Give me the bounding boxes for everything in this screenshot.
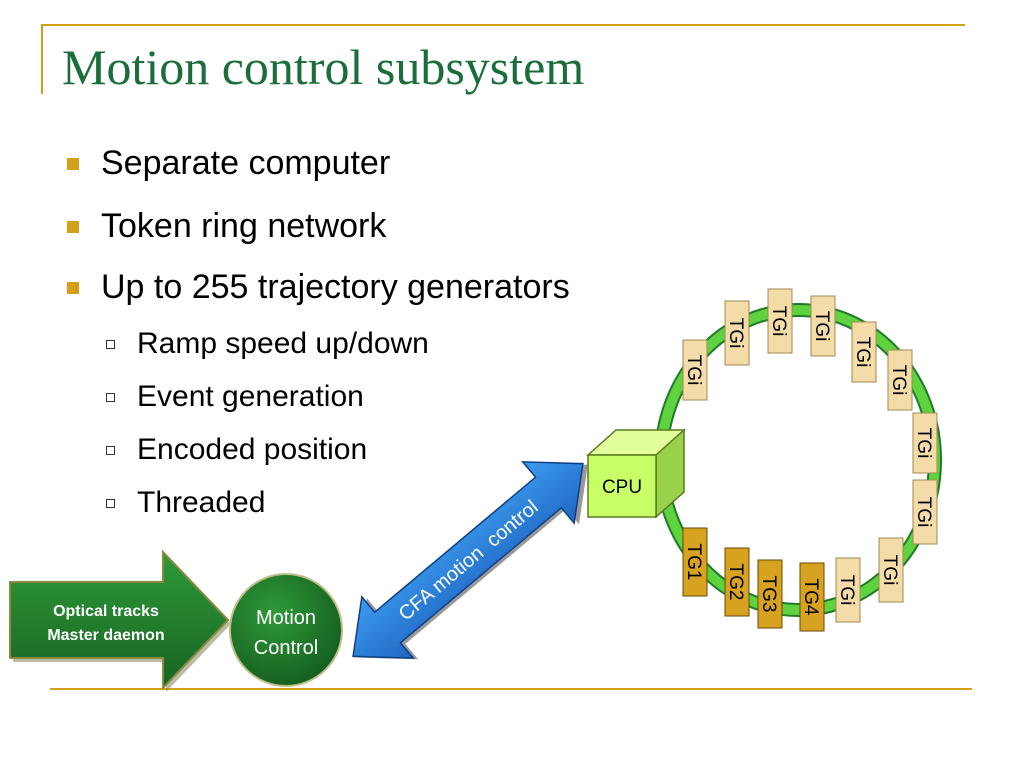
- tg-label: TGi: [768, 306, 789, 337]
- cpu-label: CPU: [602, 477, 642, 498]
- tg-label: TG2: [725, 564, 746, 601]
- sub-bullet-text: Ramp speed up/down: [137, 327, 429, 360]
- tg-box-tgi-5: TGi: [851, 321, 877, 383]
- tg-label: TGi: [811, 311, 832, 342]
- tg-label: TGi: [913, 428, 934, 459]
- tg-box-tgi-2: TGi: [724, 300, 750, 366]
- bullet-separate-computer: Separate computer: [0, 144, 390, 183]
- bullet-trajectory-generators: Up to 255 trajectory generators: [0, 268, 570, 307]
- tg-box-tgi-4: TGi: [810, 295, 836, 357]
- tg-label: TGi: [683, 355, 704, 386]
- tg-label: TGi: [725, 318, 746, 349]
- circle-label-line2: Control: [254, 637, 318, 659]
- tg-label: TG3: [758, 576, 779, 613]
- square-bullet-icon: [67, 220, 79, 233]
- sub-bullet-text: Threaded: [137, 486, 266, 519]
- sub-bullet-event-generation: Event generation: [0, 380, 364, 414]
- tg-box-tg1: TG1: [682, 527, 708, 597]
- cfa-motion-control-link: CFA motion control: [352, 461, 588, 660]
- optical-tracks-arrow: Optical tracks Master daemon: [9, 549, 231, 692]
- bottom-rule: [50, 688, 972, 690]
- tg-box-tgi-6: TGi: [887, 349, 913, 411]
- tg-label: TGi: [913, 497, 934, 528]
- tg-label: TG1: [683, 544, 704, 581]
- tg-box-tgi-1: TGi: [682, 339, 708, 401]
- square-bullet-icon: [67, 281, 79, 294]
- bullet-text: Token ring network: [101, 207, 387, 245]
- tg-box-tg4: TG4: [799, 562, 825, 632]
- tg-label: TGi: [836, 575, 857, 606]
- hollow-square-bullet-icon: [106, 445, 115, 455]
- tg-label: TGi: [879, 555, 900, 586]
- tg-box-tgi-7: TGi: [912, 412, 938, 474]
- top-rule: [41, 24, 965, 26]
- tg-box-tg2: TG2: [724, 547, 750, 617]
- sub-bullet-ramp-speed: Ramp speed up/down: [0, 327, 429, 361]
- tg-box-tgi-8: TGi: [912, 479, 938, 545]
- tg-label: TG4: [800, 579, 821, 616]
- hollow-square-bullet-icon: [106, 498, 115, 508]
- sub-bullet-text: Encoded position: [137, 433, 368, 466]
- motion-control-node: Motion Control: [229, 573, 343, 687]
- tg-box-tgi-3: TGi: [767, 288, 793, 354]
- tg-label: TGi: [852, 337, 873, 368]
- slide-title: Motion control subsystem: [62, 39, 585, 95]
- hollow-square-bullet-icon: [106, 392, 115, 402]
- arrow-label-line2: Master daemon: [47, 627, 164, 644]
- left-rule: [41, 24, 43, 94]
- sub-bullet-encoded-position: Encoded position: [0, 433, 367, 467]
- arrow-label-line1: Optical tracks: [53, 603, 159, 620]
- bullet-token-ring: Token ring network: [0, 207, 386, 246]
- tg-box-tgi-9: TGi: [878, 537, 904, 603]
- tg-box-tgi-10: TGi: [835, 557, 861, 623]
- bullet-text: Separate computer: [101, 144, 391, 182]
- link-label: CFA motion control: [395, 496, 543, 625]
- hollow-square-bullet-icon: [106, 339, 115, 349]
- circle-label-line1: Motion: [256, 607, 316, 629]
- sub-bullet-threaded: Threaded: [0, 486, 265, 520]
- bullet-text: Up to 255 trajectory generators: [101, 268, 570, 306]
- sub-bullet-text: Event generation: [137, 380, 364, 413]
- tg-box-tg3: TG3: [757, 559, 783, 629]
- cpu-cube: CPU: [586, 428, 686, 519]
- tg-label: TGi: [888, 365, 909, 396]
- square-bullet-icon: [67, 157, 79, 170]
